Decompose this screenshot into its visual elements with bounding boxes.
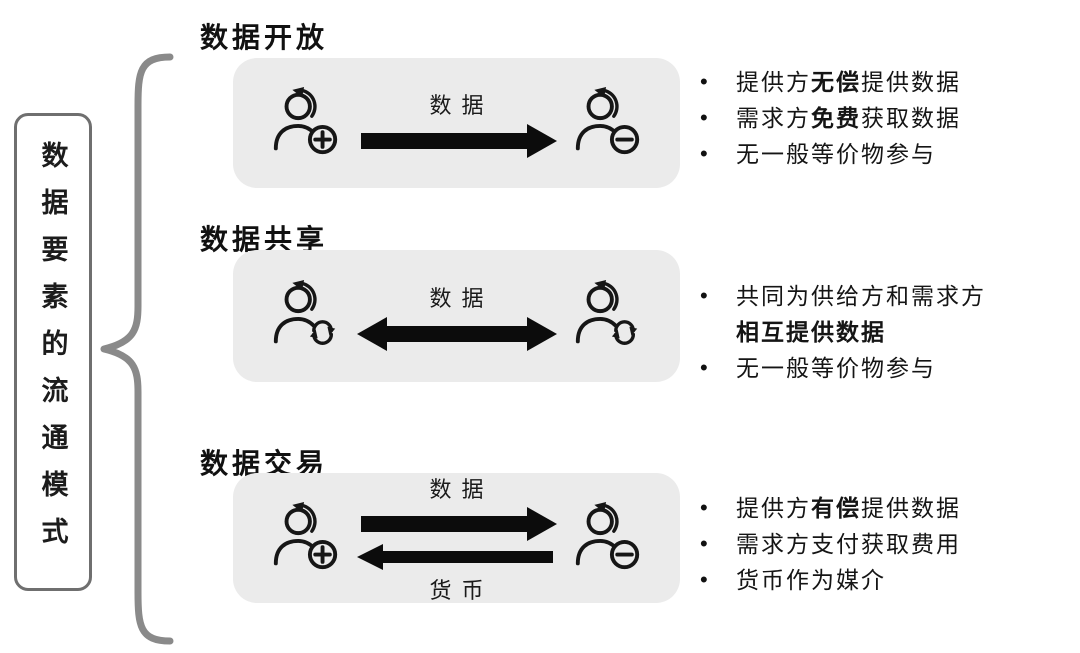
bullet-list-open: • 提供方无偿提供数据 • 需求方免费获取数据 • 无一般等价物参与 <box>700 64 961 172</box>
bullet-text: 提供方有偿提供数据 <box>736 495 961 521</box>
bullet-text: 需求方支付获取费用 <box>736 531 961 557</box>
bullet-text: 提供方无偿提供数据 <box>736 69 961 95</box>
currency-flow-arrow-left <box>356 543 557 570</box>
bullet-dot: • <box>700 531 708 556</box>
bullet-bold-segment: 无偿 <box>811 69 861 95</box>
flow-label-data: 数据 <box>429 286 494 311</box>
data-flow-arrow-right <box>357 124 557 158</box>
arrow-shaft <box>360 515 527 532</box>
arrow-head-left <box>356 317 387 351</box>
bullet-bold-segment: 免费 <box>811 105 861 131</box>
bullet-dot: • <box>700 495 708 520</box>
bullet-list-share: • 共同为供给方和需求方 相互提供数据 • 无一般等价物参与 <box>700 278 986 386</box>
bullet-item: • 共同为供给方和需求方 <box>700 278 986 314</box>
arrow-area: 数据 <box>356 281 557 351</box>
person-plus-icon <box>269 501 343 575</box>
arrow-head-right <box>526 506 557 541</box>
arrow-shaft <box>360 133 527 149</box>
arrow-area: 数据 货币 <box>356 472 557 605</box>
flow-label-currency: 货币 <box>429 577 494 603</box>
bullet-item: • 提供方无偿提供数据 <box>700 64 961 100</box>
bullet-text: 需求方免费获取数据 <box>736 105 961 131</box>
person-minus-icon <box>571 501 645 575</box>
arrow-shaft <box>382 550 553 563</box>
arrow-area: 数据 <box>357 88 557 158</box>
left-label-text: 数据要素的流通模式 <box>37 140 68 564</box>
person-plus-icon <box>269 86 343 160</box>
bullet-bold-segment: 有偿 <box>811 495 861 521</box>
mode-box-trade: 数据 货币 <box>233 473 680 603</box>
arrow-head-left <box>356 543 383 570</box>
person-sync-icon <box>269 279 343 353</box>
bullet-dot: • <box>700 283 708 308</box>
section-title-share: 数据共享 <box>200 224 329 255</box>
bullet-dot: • <box>700 141 708 166</box>
bullet-item: • 无一般等价物参与 <box>700 350 986 386</box>
curly-brace <box>100 53 174 645</box>
bullet-item: • 需求方支付获取费用 <box>700 526 961 562</box>
bullet-item: • 无一般等价物参与 <box>700 136 961 172</box>
person-sync-icon <box>571 279 645 353</box>
bullet-item: • 需求方免费获取数据 <box>700 100 961 136</box>
bullet-text: 货币作为媒介 <box>736 567 886 593</box>
flow-label-data: 数据 <box>429 476 494 502</box>
arrow-head-right <box>526 124 557 158</box>
flow-label-data: 数据 <box>429 93 494 118</box>
bullet-bold-segment: 相互提供数据 <box>736 319 886 345</box>
mode-box-share: 数据 <box>233 250 680 382</box>
arrow-head-right <box>526 317 557 351</box>
person-minus-icon <box>571 86 645 160</box>
bullet-dot: • <box>700 567 708 592</box>
bullet-text: 无一般等价物参与 <box>736 355 936 381</box>
bullet-text: 相互提供数据 <box>736 314 886 350</box>
bullet-dot: • <box>700 69 708 94</box>
bullet-dot: • <box>700 355 708 380</box>
mode-box-open: 数据 <box>233 58 680 188</box>
bullet-text: 共同为供给方和需求方 <box>736 283 986 309</box>
bullet-text: 无一般等价物参与 <box>736 141 936 167</box>
left-label-box: 数据要素的流通模式 <box>14 113 92 591</box>
section-title-open: 数据开放 <box>200 22 329 53</box>
arrow-shaft <box>384 326 529 342</box>
data-flow-arrow-right <box>357 506 557 541</box>
bullet-list-trade: • 提供方有偿提供数据 • 需求方支付获取费用 • 货币作为媒介 <box>700 490 961 598</box>
bullet-dot: • <box>700 105 708 130</box>
bullet-item: 相互提供数据 <box>700 314 986 350</box>
bullet-item: • 货币作为媒介 <box>700 562 961 598</box>
bullet-item: • 提供方有偿提供数据 <box>700 490 961 526</box>
data-flow-arrow-double <box>356 317 557 351</box>
